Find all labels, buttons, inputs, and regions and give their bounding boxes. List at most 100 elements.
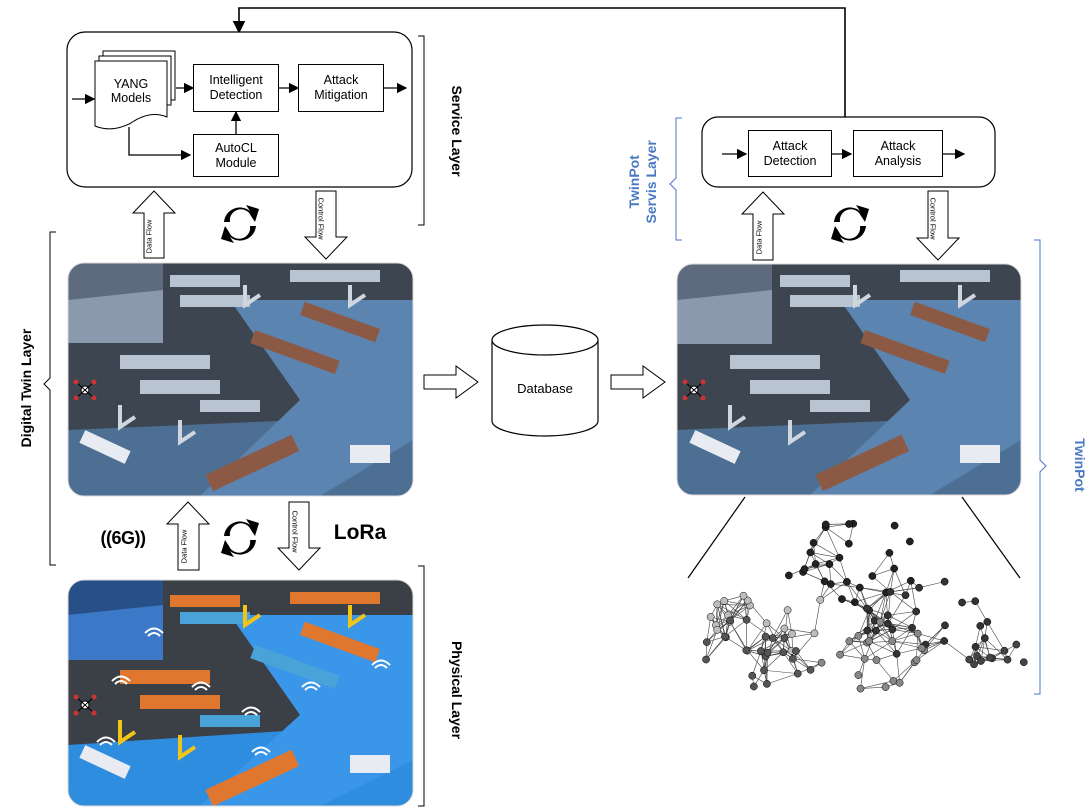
graph-node: [1019, 658, 1028, 667]
graph-edge: [766, 673, 798, 685]
graph-edge: [814, 599, 821, 634]
graph-edge: [810, 552, 840, 558]
sync-label: sync: [842, 219, 858, 226]
graph-edge: [876, 659, 894, 682]
graph-node: [906, 576, 915, 585]
graph-node: [780, 634, 789, 643]
graph-edge: [825, 527, 840, 558]
graph-edge: [885, 568, 895, 593]
control-flow-arrow-twinpot: [915, 190, 961, 261]
dt-to-database-arrow: [423, 365, 479, 399]
graph-node: [742, 615, 751, 624]
graph-node: [976, 622, 985, 630]
graph-node: [843, 577, 851, 586]
graph-node: [881, 683, 890, 691]
zoom-line-left: [687, 496, 746, 579]
harbor-illustration-physical: [68, 580, 413, 806]
graph-edge: [889, 568, 895, 592]
graph-edge: [729, 621, 747, 651]
graph-node: [788, 630, 796, 638]
graph-edge: [751, 650, 762, 676]
graph-edge: [705, 636, 726, 660]
graph-edge: [724, 600, 751, 606]
graph-node: [958, 598, 966, 607]
graph-edge: [890, 591, 917, 612]
graph-edge: [892, 629, 918, 634]
graph-node: [792, 647, 800, 655]
data-flow-label: Data Flow: [144, 219, 154, 254]
graph-node: [865, 637, 873, 646]
sync-icon: [221, 205, 259, 243]
wifi-icon: [96, 627, 391, 756]
graph-node: [868, 572, 877, 580]
graph-node: [901, 591, 910, 600]
graph-edge: [766, 623, 785, 639]
graph-node: [721, 632, 729, 641]
graph-edge: [868, 629, 893, 642]
graph-edge: [896, 627, 913, 655]
graph-edge: [849, 641, 865, 659]
graph-node: [940, 577, 949, 586]
graph-edge: [916, 640, 945, 661]
graph-node: [980, 634, 989, 642]
graph-edge: [892, 633, 918, 642]
graph-node: [917, 644, 926, 653]
autocl-label-2: Module: [215, 155, 257, 170]
lora-logo: LoRa: [333, 521, 387, 544]
graph-edge: [984, 637, 1008, 660]
graph-node: [888, 625, 897, 634]
graph-node: [817, 658, 826, 667]
twinpot-frame: [676, 263, 1022, 496]
graph-edge: [943, 640, 970, 660]
graph-edge: [867, 629, 893, 631]
graph-edge: [980, 637, 986, 662]
graph-edge: [772, 609, 788, 639]
graph-edge: [784, 610, 788, 639]
graph-node: [888, 637, 897, 645]
drone-icon: [73, 379, 97, 401]
feedback-line: [232, 7, 846, 117]
network-graph: [702, 519, 1028, 693]
graph-node: [890, 521, 899, 530]
graph-edge: [893, 568, 906, 596]
attack-mitigation-label-1: Attack: [323, 73, 359, 87]
graph-node: [768, 634, 777, 642]
graph-edge: [792, 658, 822, 663]
graph-edge: [887, 611, 917, 616]
graph-node: [854, 671, 863, 679]
graph-node: [1000, 646, 1009, 655]
graph-node: [892, 650, 901, 658]
graph-node: [816, 595, 825, 604]
physical-layer-brace: [418, 565, 425, 807]
graph-edge: [706, 616, 711, 643]
graph-node: [1012, 640, 1021, 649]
graph-edge: [866, 592, 887, 609]
drone-icon: [682, 379, 706, 401]
graph-edge: [839, 654, 865, 660]
data-flow-arrow-twinpot: [740, 191, 786, 261]
digital-twin-frame: [67, 262, 414, 497]
graph-edge: [879, 592, 887, 622]
graph-node: [739, 591, 748, 600]
graph-node: [809, 538, 818, 547]
graph-node: [890, 564, 899, 573]
graph-node: [713, 626, 722, 634]
graph-edge: [892, 640, 926, 645]
drone-icon: [73, 694, 97, 716]
graph-edge: [839, 635, 859, 655]
graph-node: [941, 621, 949, 630]
data-flow-label: Data Flow: [179, 529, 189, 564]
graph-node: [749, 682, 758, 691]
intelligent-detection-label-1: Intelligent: [209, 73, 263, 87]
graph-node: [811, 560, 820, 568]
graph-node: [845, 520, 853, 528]
graph-node: [872, 626, 880, 635]
graph-node: [983, 618, 992, 626]
graph-node: [965, 655, 974, 664]
graph-edge: [887, 623, 918, 634]
graph-node: [789, 654, 797, 663]
graph-edge: [854, 592, 887, 603]
graph-node: [763, 648, 772, 657]
graph-node: [876, 617, 885, 626]
graph-edge: [747, 650, 765, 671]
